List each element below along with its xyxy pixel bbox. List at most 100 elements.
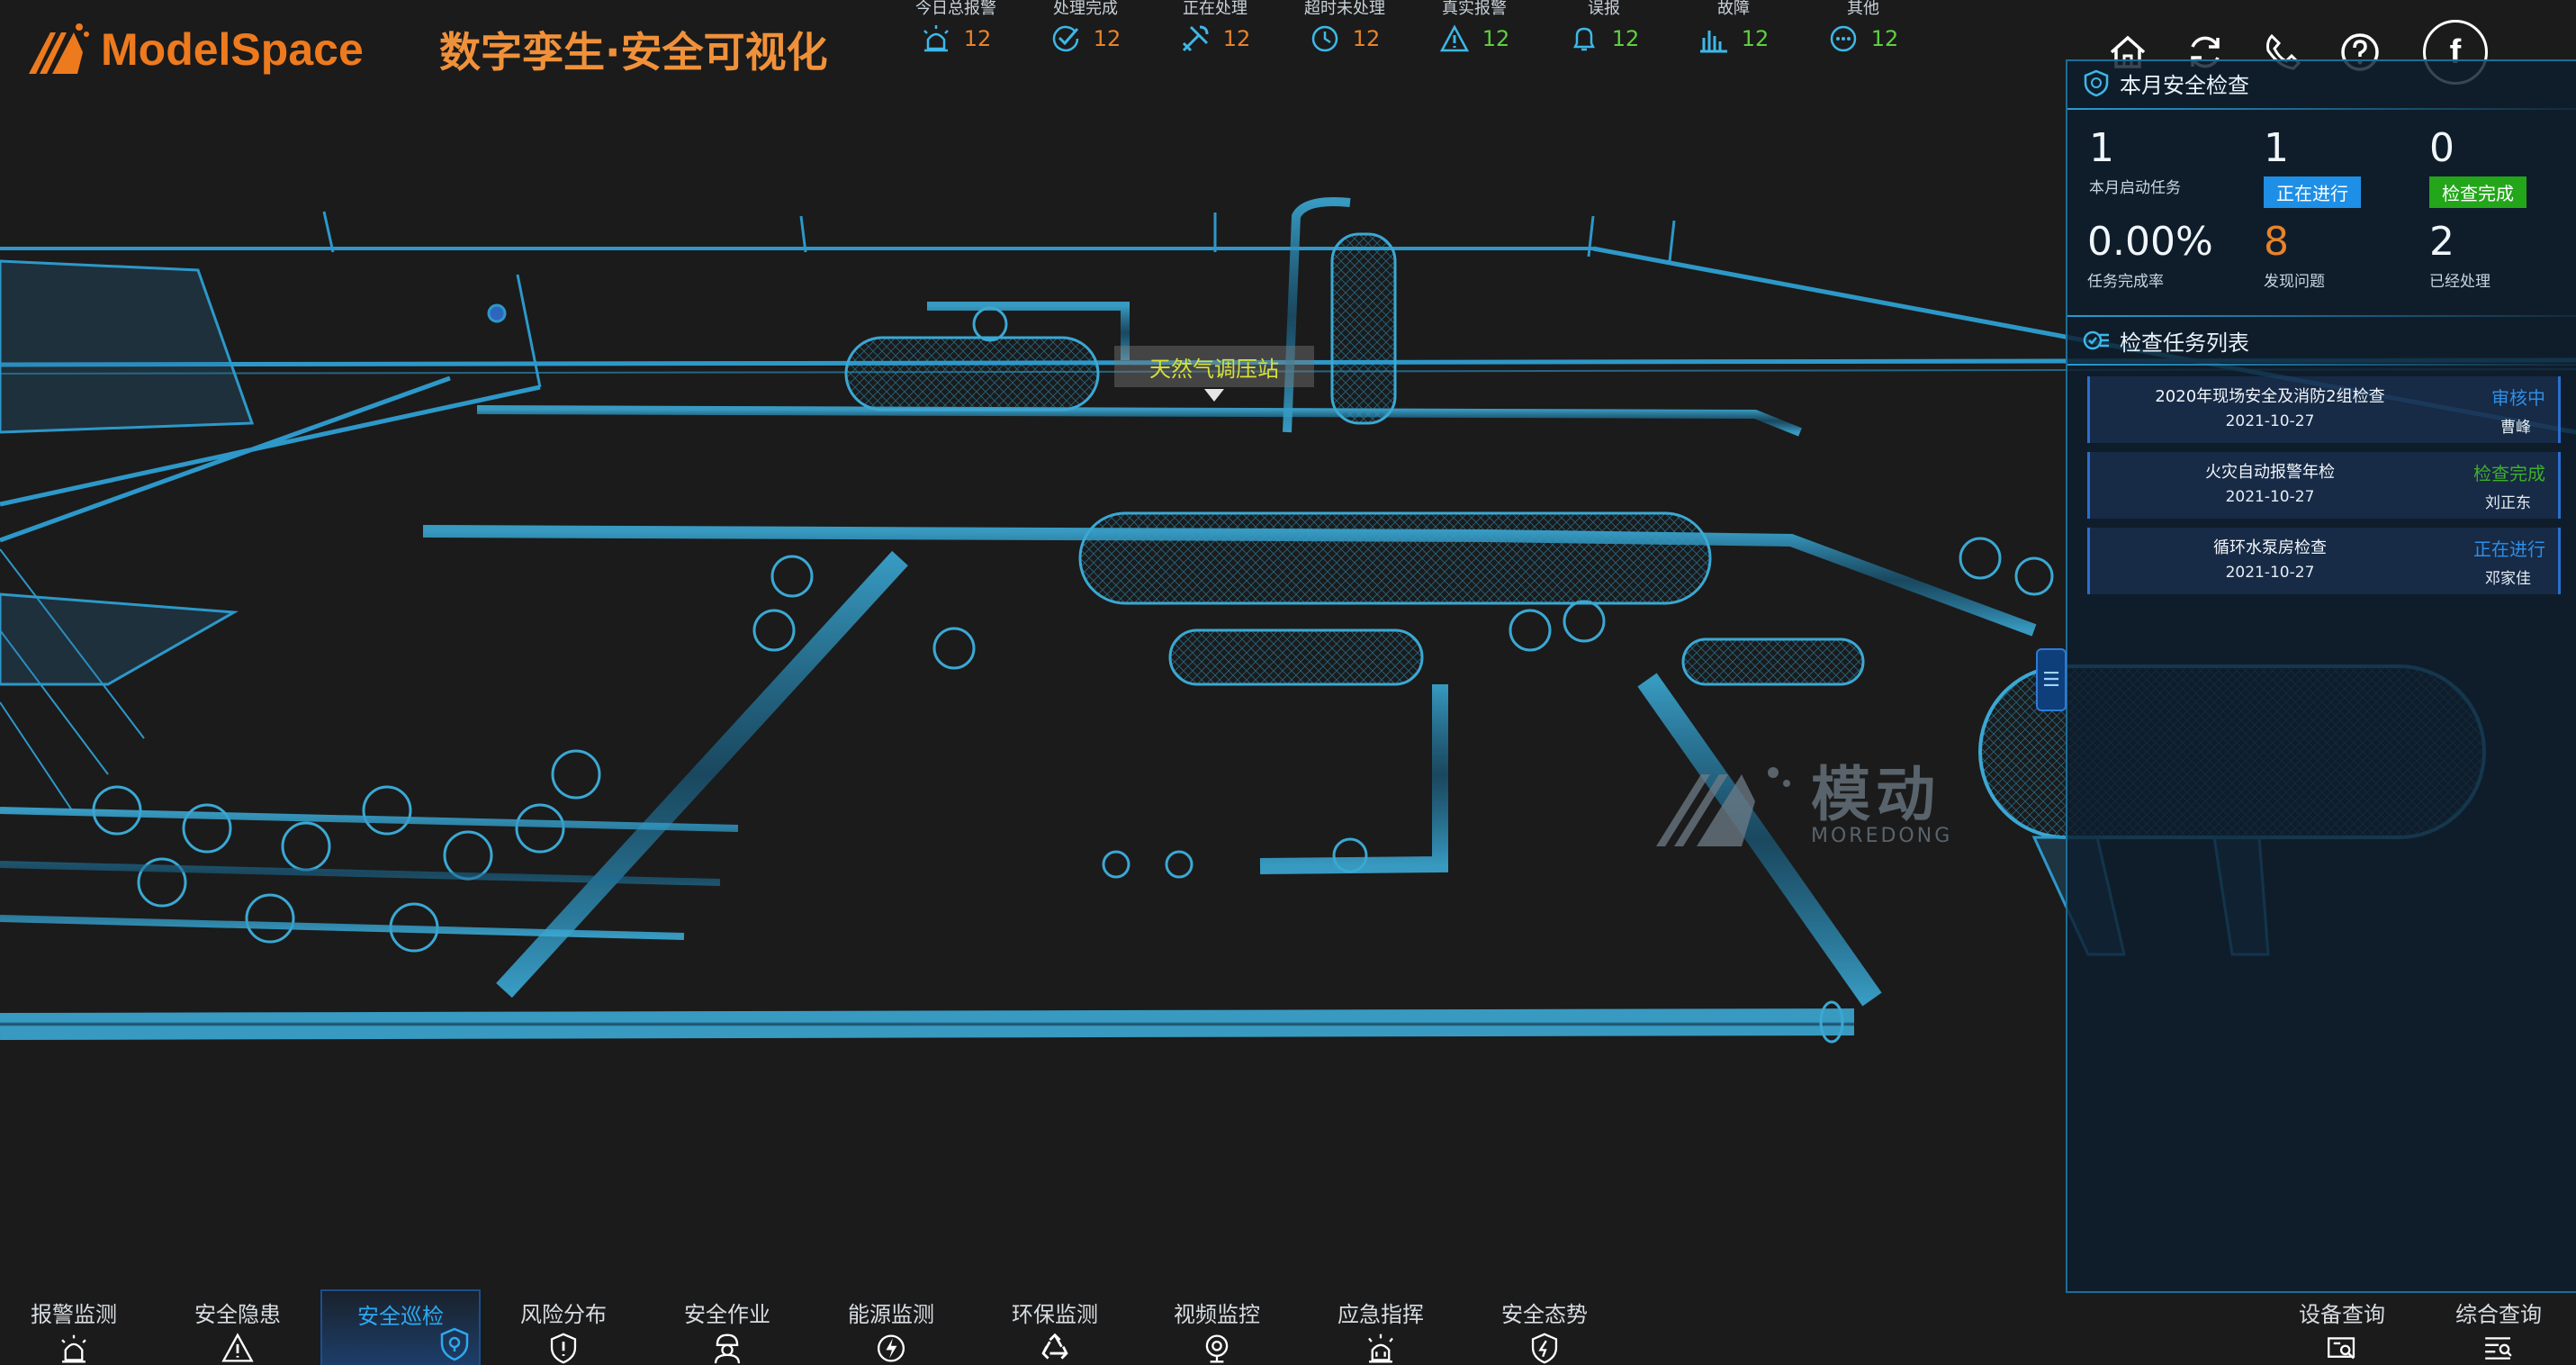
risk-shield-icon [550,1333,577,1364]
nav-comprehensive-query[interactable]: 综合查询 [2421,1289,2576,1365]
stat-value: 12 [1352,26,1381,51]
device-search-icon [2328,1337,2355,1360]
metric-value: 2 [2429,219,2454,265]
nav-safety-patrol[interactable]: 安全巡检 [320,1289,481,1365]
camera-icon [1205,1334,1229,1363]
nav-label: 风险分布 [520,1302,607,1327]
nav-emergency-command[interactable]: 应急指挥 [1300,1289,1462,1365]
metric-value: 8 [2264,219,2289,265]
stat-value: 12 [1093,26,1121,51]
stat-false-alarm[interactable]: 误报 12 [1539,0,1669,54]
in-progress-badge[interactable]: 正在进行 [2264,176,2361,208]
stat-fault[interactable]: 故障 12 [1669,0,1798,54]
stat-label: 真实报警 [1442,0,1507,16]
stat-label: 正在处理 [1183,0,1247,16]
watermark-logo-icon [1656,767,1790,846]
more-icon [1830,25,1856,52]
nav-video-surveillance[interactable]: 视频监控 [1136,1289,1298,1365]
section-divider [2067,315,2576,317]
task-name: 火灾自动报警年检 [2205,463,2335,482]
metric-value: 0 [2429,125,2454,171]
nav-alarm-monitor[interactable]: 报警监测 [0,1289,155,1365]
metric-value: 1 [2089,125,2114,171]
stat-today-total[interactable]: 今日总报警 12 [891,0,1021,54]
nav-label: 设备查询 [2299,1302,2385,1327]
alarm-icon [923,25,949,52]
task-person: 邓家佳 [2485,570,2531,588]
tools-icon [1182,25,1209,52]
stat-label: 故障 [1717,0,1750,16]
nav-risk-distribution[interactable]: 风险分布 [482,1289,644,1365]
task-row[interactable]: 火灾自动报警年检 2021-10-27 检查完成 刘正东 [2087,452,2561,519]
shield-location-icon [440,1327,469,1361]
warning-icon [1439,24,1469,52]
task-status: 审核中 [2491,387,2545,409]
task-date: 2021-10-27 [2225,412,2315,430]
stat-timeout[interactable]: 超时未处理 12 [1280,0,1410,54]
modelspace-logo-icon [29,23,89,74]
monthly-check-title: 本月安全检查 [2120,72,2249,98]
task-status: 正在进行 [2473,538,2545,560]
energy-icon [877,1334,905,1362]
station-label[interactable]: 天然气调压站 [1114,346,1314,387]
metric-label: 已经处理 [2429,273,2490,291]
task-list-title: 检查任务列表 [2120,330,2249,356]
stat-processing[interactable]: 正在处理 12 [1150,0,1280,54]
metric-completion-rate: 0.00% 任务完成率 [2087,220,2240,292]
alarm-light-icon [61,1334,86,1363]
nav-label: 安全隐患 [194,1302,281,1327]
watermark-en: MOREDONG [1811,824,1953,847]
stat-value: 12 [1482,26,1510,51]
fault-icon [1699,31,1727,53]
task-row[interactable]: 2020年现场安全及消防2组检查 2021-10-27 审核中 曹峰 [2087,376,2561,443]
panel-toggle-button[interactable]: ☰ [2036,648,2067,711]
warning-icon [221,1333,254,1362]
stat-processed[interactable]: 处理完成 12 [1021,0,1150,54]
nav-energy-monitor[interactable]: 能源监测 [810,1289,972,1365]
nav-label: 视频监控 [1174,1302,1260,1327]
stat-label: 超时未处理 [1304,0,1385,16]
nav-environment-monitor[interactable]: 环保监测 [974,1289,1136,1365]
metric-value: 1 [2264,125,2289,171]
station-label-pointer [1204,389,1224,402]
metric-completed: 0 检查完成 [2429,126,2576,208]
nav-label: 综合查询 [2455,1302,2542,1327]
stat-value: 12 [963,26,992,51]
metric-handled: 2 已经处理 [2429,219,2576,292]
clock-icon [1311,25,1338,52]
bottom-nav: 报警监测 安全隐患 安全巡检 风险分布 安全作业 能源监测 环保监测 视频监控 … [0,1289,2576,1365]
task-list-icon [2083,330,2109,350]
stat-value: 12 [1741,26,1770,51]
nav-label: 能源监测 [848,1302,934,1327]
bell-icon [1572,27,1595,51]
task-person: 曹峰 [2500,419,2531,437]
completed-badge[interactable]: 检查完成 [2429,176,2526,208]
nav-label: 安全巡检 [357,1304,444,1329]
task-person: 刘正东 [2485,494,2531,512]
nav-label: 报警监测 [31,1302,117,1327]
worker-icon [714,1333,741,1364]
metric-label: 发现问题 [2264,273,2325,291]
nav-label: 安全作业 [684,1302,770,1327]
nav-label: 安全态势 [1501,1302,1588,1327]
stat-real-alarm[interactable]: 真实报警 12 [1410,0,1539,54]
nav-device-query[interactable]: 设备查询 [2261,1289,2423,1365]
stat-value: 12 [1870,26,1899,51]
metric-issues-found: 8 发现问题 [2264,219,2417,292]
right-info-panel: 本月安全检查 1 本月启动任务 1 正在进行 0 检查完成 0.00% 任务完成… [2066,59,2576,1293]
stat-label: 处理完成 [1053,0,1118,16]
nav-security-situation[interactable]: 安全态势 [1464,1289,1626,1365]
nav-label: 环保监测 [1012,1302,1098,1327]
task-date: 2021-10-27 [2225,564,2315,582]
metric-label: 任务完成率 [2087,273,2164,291]
nav-safe-operation[interactable]: 安全作业 [646,1289,808,1365]
app-logo[interactable]: ModelSpace [27,20,364,79]
monthly-check-header: 本月安全检查 [2082,61,2249,104]
section-divider [2067,364,2576,366]
logo-text: ModelSpace [101,24,364,75]
nav-hidden-danger[interactable]: 安全隐患 [157,1289,319,1365]
app-title: 数字孪生·安全可视化 [439,28,828,77]
task-row[interactable]: 循环水泵房检查 2021-10-27 正在进行 邓家佳 [2087,528,2561,594]
stat-other[interactable]: 其他 12 [1798,0,1928,54]
task-name: 循环水泵房检查 [2213,538,2327,557]
